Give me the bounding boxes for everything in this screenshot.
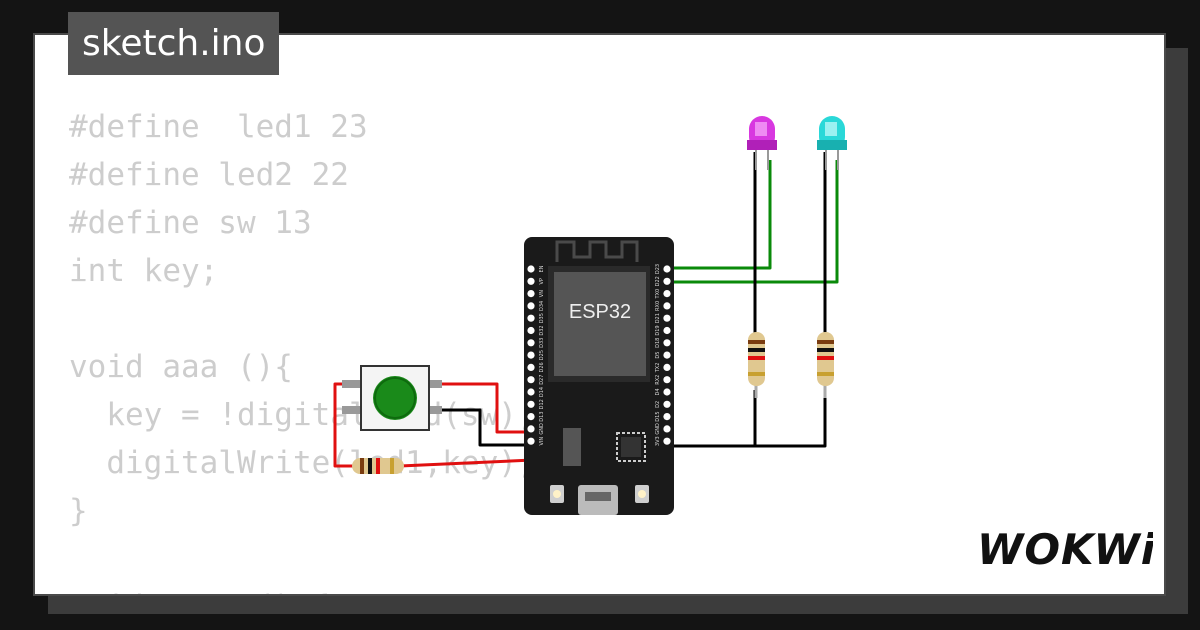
code-line: void setup() {: [69, 583, 536, 594]
pin-hole[interactable]: [663, 265, 671, 273]
pin-hole[interactable]: [663, 413, 671, 421]
esp32-board[interactable]: ESP32 ENVPVND34D35D32D33D25D26D27D14D12D…: [524, 237, 674, 515]
resistor-2[interactable]: [817, 332, 834, 398]
pin-hole[interactable]: [663, 437, 671, 445]
pin-label: D23: [655, 264, 661, 274]
pin-hole[interactable]: [663, 339, 671, 347]
pin-label: 3V3: [655, 436, 661, 446]
pin-hole[interactable]: [527, 351, 535, 359]
pin-hole[interactable]: [527, 339, 535, 347]
code-line: }: [69, 493, 88, 529]
code-line: #define led2 22: [69, 157, 349, 193]
pin-hole[interactable]: [527, 277, 535, 285]
wokwi-logo: WOKWi: [977, 525, 1153, 574]
pin-hole[interactable]: [527, 437, 535, 445]
pin-label: VIN: [539, 437, 545, 446]
pin-label: VN: [539, 290, 545, 297]
wire-black-gnd1: [667, 390, 757, 448]
pin-hole[interactable]: [663, 388, 671, 396]
pin-label: D12: [539, 399, 545, 409]
file-tab[interactable]: sketch.ino: [68, 12, 280, 75]
resistor-1[interactable]: [748, 332, 765, 398]
wire-red-vin: [399, 458, 534, 468]
pin-hole[interactable]: [663, 425, 671, 433]
pin-hole[interactable]: [527, 388, 535, 396]
pin-hole[interactable]: [663, 290, 671, 298]
pin-hole[interactable]: [527, 363, 535, 371]
pin-label: D18: [655, 338, 661, 348]
wire-red-resistor: [333, 382, 360, 468]
pin-label: D21: [655, 313, 661, 323]
wire-green-led2: [667, 160, 839, 284]
pin-hole[interactable]: [527, 302, 535, 310]
pin-label: GND: [655, 423, 661, 435]
pin-hole[interactable]: [663, 326, 671, 335]
code-preview: #define led1 23 #define led2 22 #define sw…: [69, 103, 536, 594]
pin-label: D22: [655, 276, 661, 286]
pin-label: D35: [539, 313, 545, 323]
pin-label: VP: [539, 278, 545, 284]
pin-hole[interactable]: [663, 400, 671, 408]
led-magenta[interactable]: [747, 116, 777, 170]
pin-label: D26: [539, 362, 545, 372]
pin-hole[interactable]: [527, 413, 535, 421]
pin-header-right: D23D22TX0RX0D21D19D18D5TX2RX2D4D2D15GND3…: [655, 264, 671, 446]
wire-green-led1: [667, 160, 772, 270]
code-line: int key;: [69, 253, 219, 289]
pin-hole[interactable]: [527, 425, 535, 433]
pin-hole[interactable]: [527, 314, 535, 322]
code-line: #define sw 13: [69, 205, 312, 241]
pin-label: D32: [539, 325, 545, 335]
pin-hole[interactable]: [527, 290, 535, 298]
pin-hole[interactable]: [527, 400, 535, 408]
pin-hole[interactable]: [663, 376, 671, 384]
pin-label: D34: [539, 301, 545, 311]
push-button[interactable]: [342, 365, 442, 431]
pin-label: D33: [539, 338, 545, 348]
code-line: void aaa (){: [69, 349, 293, 385]
resistor-pulldown[interactable]: [352, 458, 404, 474]
wire-red-switch: [432, 382, 533, 434]
pin-label: TX2: [655, 363, 661, 374]
pin-hole[interactable]: [527, 376, 535, 384]
pin-label: RX2: [655, 375, 661, 385]
pin-label: D27: [539, 375, 545, 385]
esp32-chip-label: ESP32: [569, 301, 631, 323]
pin-hole[interactable]: [663, 302, 671, 310]
pin-label: D13: [539, 411, 545, 421]
wire-black-gnd2: [667, 390, 827, 448]
pin-label: D25: [539, 350, 545, 360]
code-line: #define led1 23: [69, 109, 368, 145]
pin-hole[interactable]: [527, 326, 535, 335]
pin-label: TX0: [655, 289, 661, 300]
pin-label: D2: [655, 401, 661, 408]
pin-hole[interactable]: [663, 277, 671, 285]
pin-label: RX0: [655, 301, 661, 311]
pin-label: D14: [539, 387, 545, 397]
pin-hole[interactable]: [663, 351, 671, 359]
pin-label: D15: [655, 411, 661, 421]
pin-label: D4: [655, 388, 661, 395]
pin-hole[interactable]: [527, 265, 535, 273]
pin-hole[interactable]: [663, 314, 671, 322]
wire-black-switch: [432, 408, 533, 447]
wires: [333, 152, 839, 468]
pin-label: EN: [539, 265, 545, 272]
wokwi-logo-text: WOKWi: [977, 525, 1153, 574]
pin-label: GND: [539, 423, 545, 435]
pin-label: D5: [655, 352, 661, 359]
pin-label: D19: [655, 325, 661, 335]
led-cyan[interactable]: [817, 116, 847, 170]
pin-hole[interactable]: [663, 363, 671, 371]
